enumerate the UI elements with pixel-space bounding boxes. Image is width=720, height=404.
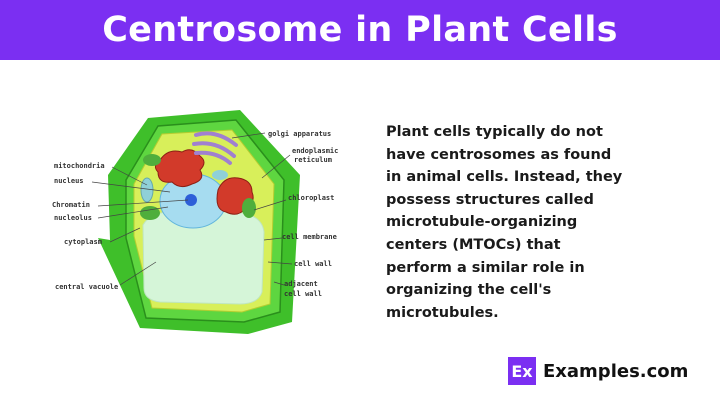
description-line: Plant cells typically do not [386,124,603,140]
label-nucleolus: nucleolus [54,214,92,222]
label-adjacent: adjacent [284,280,318,288]
logo-badge: Ex [508,357,536,385]
description-line: organizing the cell's [386,282,552,299]
label-golgi-apparatus: golgi apparatus [268,130,331,138]
mitochondria-golgi-area [154,149,205,188]
title-banner: Centrosome in Plant Cells [0,0,720,60]
label-central-vacuole: central vacuole [55,283,118,291]
description-line: microtubule-organizing [386,214,578,231]
chloroplast [143,154,161,166]
label-cytoplasm: cytoplasm [64,238,102,246]
mitochondrion [140,177,154,203]
chloroplast [140,206,160,220]
plant-cell-diagram: golgi apparatus endoplasmic reticulum mi… [52,110,338,334]
examples-logo: Ex Examples.com [508,357,688,385]
label-mitochondria: mitochondria [54,162,105,170]
description-text: Plant cells typically do not have centro… [386,121,706,324]
label-chromatin: Chromatin [52,201,90,209]
label-adjacent-cell-wall: cell wall [284,290,322,298]
description-line: have centrosomes as found [386,146,612,163]
description-line: possess structures called [386,191,594,208]
mitochondrion [212,170,228,180]
golgi-apparatus [192,131,238,165]
label-endoplasmic: endoplasmic [292,147,338,155]
logo-name: Examples.com [543,360,689,382]
label-cell-wall: cell wall [294,260,332,268]
chloroplast [242,198,256,218]
diagram-labels: golgi apparatus endoplasmic reticulum mi… [52,130,338,298]
leader-lines [91,132,293,286]
description-line: centers (MTOCs) that [386,236,561,253]
label-cell-membrane: cell membrane [282,233,337,241]
label-nucleus: nucleus [54,177,84,185]
page-title: Centrosome in Plant Cells [102,10,618,50]
description-line: in animal cells. Instead, they [386,169,623,186]
label-chloroplast: chloroplast [288,194,334,202]
cell-illustration [98,110,300,334]
nucleolus [185,194,197,206]
description-line: microtubules. [386,304,499,321]
label-reticulum: reticulum [294,156,332,164]
description-line: perform a similar role in [386,259,585,276]
